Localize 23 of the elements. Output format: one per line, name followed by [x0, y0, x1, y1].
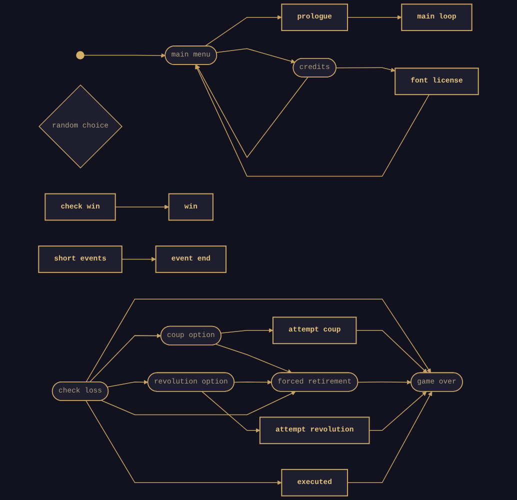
node-circle	[76, 51, 84, 60]
arrow	[336, 67, 396, 72]
arrow	[358, 380, 412, 385]
arrow	[347, 15, 402, 20]
arrow	[86, 400, 282, 485]
arrow	[356, 330, 428, 374]
arrow	[106, 380, 148, 388]
arrow	[220, 328, 274, 334]
arrow	[216, 48, 296, 64]
arrow	[84, 53, 166, 58]
arrow	[196, 64, 308, 158]
arrow	[347, 391, 432, 484]
arrow	[368, 391, 427, 431]
arrow	[101, 391, 296, 416]
arrow	[234, 380, 272, 384]
arrow	[202, 391, 260, 433]
arrow	[121, 256, 156, 262]
arrow	[114, 204, 170, 210]
arrow	[216, 344, 292, 374]
arrow	[86, 298, 432, 383]
arrow	[204, 15, 282, 47]
arrow	[89, 334, 162, 383]
arrow	[195, 64, 430, 177]
